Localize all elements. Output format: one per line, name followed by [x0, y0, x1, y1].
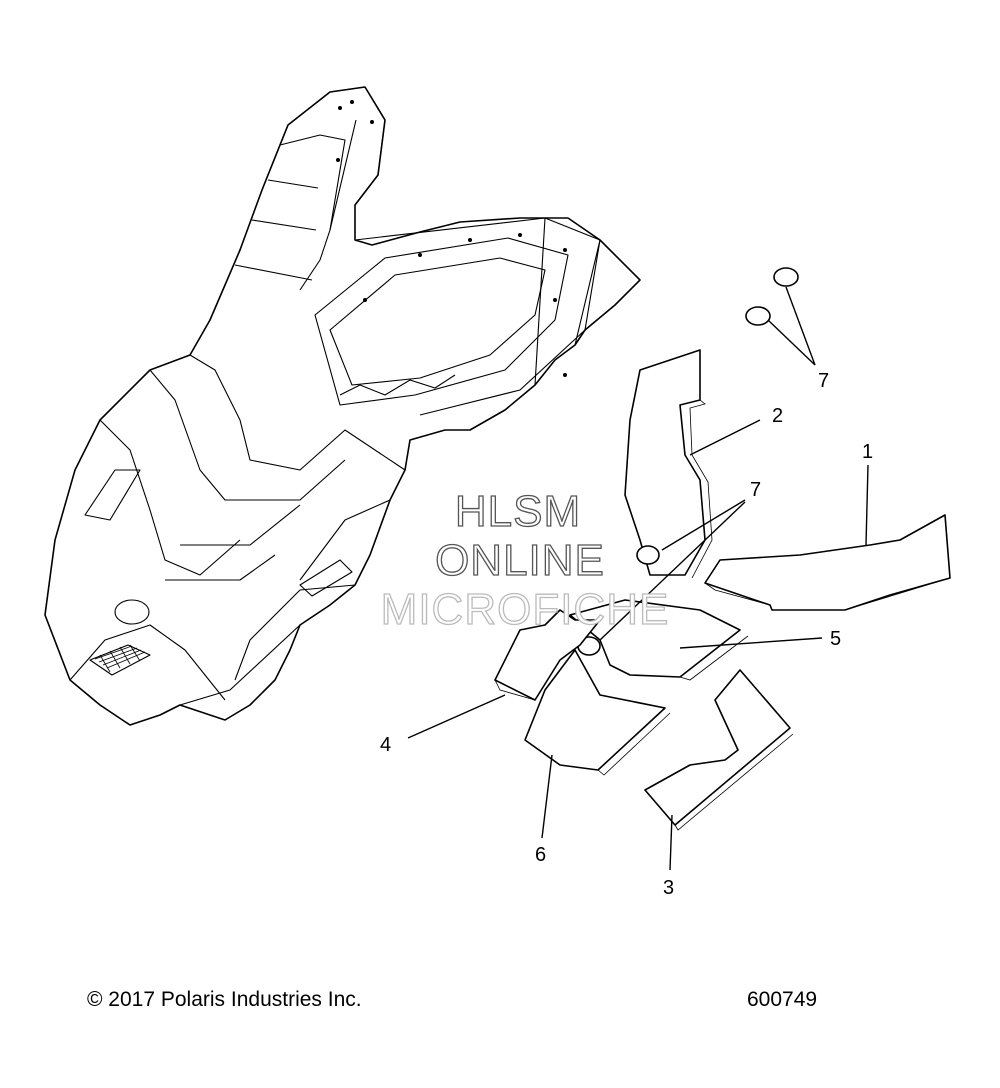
callout-7-lower: 7	[750, 479, 761, 501]
callout-1: 1	[862, 441, 873, 463]
part-1-panel	[704, 514, 951, 611]
watermark-line-2: ONLINE	[435, 536, 605, 585]
callout-7-upper: 7	[818, 370, 829, 392]
callout-2: 2	[772, 405, 783, 427]
leader-lines	[407, 286, 869, 871]
callout-5: 5	[830, 628, 841, 650]
copyright-text: © 2017 Polaris Industries Inc.	[87, 988, 362, 1011]
part-4-panel	[494, 609, 601, 701]
part-3-panel	[644, 669, 794, 831]
watermark: HLSM ONLINE MICROFICHE	[380, 486, 670, 634]
watermark-line-1: HLSM	[455, 487, 581, 536]
part-5-panel	[569, 599, 749, 681]
part-6-panel	[524, 649, 671, 776]
part-2-panel	[624, 349, 713, 579]
callout-4: 4	[380, 734, 391, 756]
diagram-number: 600749	[747, 988, 818, 1011]
callout-3: 3	[663, 877, 674, 899]
body-panel-assembly	[44, 86, 641, 726]
watermark-line-3: MICROFICHE	[381, 585, 670, 634]
callout-6: 6	[535, 844, 546, 866]
callout-labels: 1 2 3 4 5 6 7 7	[380, 370, 873, 899]
